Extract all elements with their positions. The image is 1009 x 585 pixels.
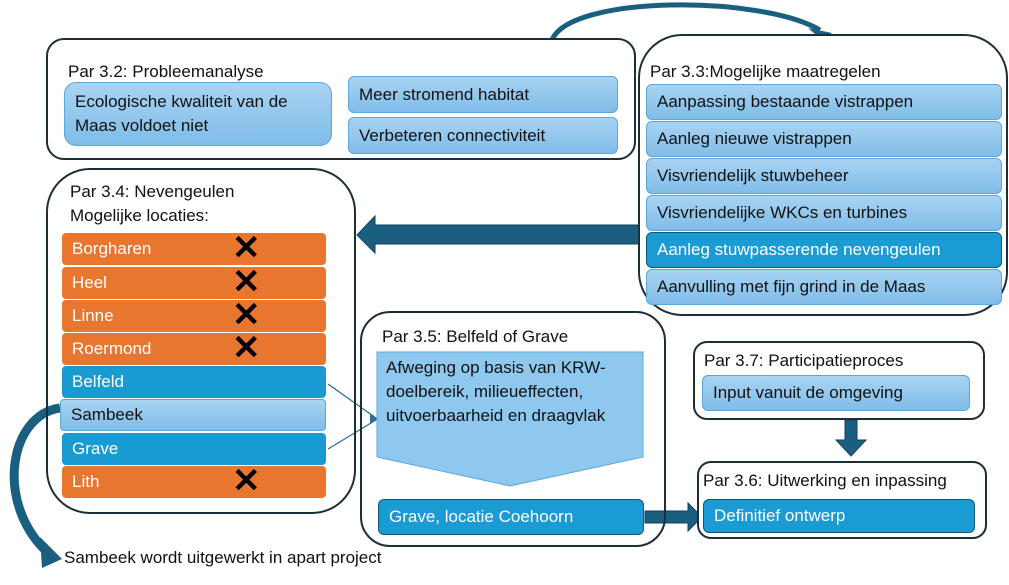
par-3-4-title: Par 3.4: Nevengeulen xyxy=(70,182,235,201)
par-3-2-title: Par 3.2: Probleemanalyse xyxy=(68,62,264,81)
sambeek-note: Sambeek wordt uitgewerkt in apart projec… xyxy=(64,548,382,567)
measure-item: Aanleg nieuwe vistrappen xyxy=(646,121,1002,157)
location-label: Belfeld xyxy=(72,372,124,391)
outcome-connectivity: Verbeteren connectiviteit xyxy=(348,117,618,154)
rejected-x-icon: ✕ xyxy=(232,329,261,367)
box-par-3-4: Par 3.4: Nevengeulen Mogelijke locaties: xyxy=(46,168,356,514)
location-label: Linne xyxy=(72,306,114,325)
result-grave-coehoorn: Grave, locatie Coehoorn xyxy=(378,499,644,535)
arrow-3-7-to-3-6 xyxy=(834,419,868,457)
location-label: Lith xyxy=(72,472,100,491)
box-par-3-6: Par 3.6: Uitwerking en inpassing Definit… xyxy=(697,461,987,539)
par-3-4-subtitle: Mogelijke locaties: xyxy=(70,206,209,225)
box-par-3-7: Par 3.7: Participatieproces Input vanuit… xyxy=(693,341,985,420)
measure-item: Aanpassing bestaande vistrappen xyxy=(646,84,1002,120)
par-3-5-title: Par 3.5: Belfeld of Grave xyxy=(382,327,569,346)
location-label: Borgharen xyxy=(72,239,152,258)
locations-list: Borgharen ✕ Heel ✕ Linne ✕ Roermond ✕ Belfel… xyxy=(60,229,326,500)
sambeek-arrow-head xyxy=(40,537,62,568)
final-design: Definitief ontwerp xyxy=(703,499,975,533)
curved-arrow-3-2-to-3-3 xyxy=(549,2,822,42)
rejected-x-icon: ✕ xyxy=(232,462,261,500)
par-3-7-title: Par 3.7: Participatieproces xyxy=(704,351,904,370)
measure-item: Visvriendelijk stuwbeheer xyxy=(646,158,1002,194)
location-sambeek: Sambeek xyxy=(60,399,326,431)
location-belfeld: Belfeld xyxy=(62,366,326,398)
problem-box: Ecologische kwaliteit van de Maas voldoe… xyxy=(64,82,332,146)
par-3-3-title: Par 3.3:Mogelijke maatregelen xyxy=(650,62,881,81)
location-label: Heel xyxy=(72,273,107,292)
location-grave: Grave xyxy=(62,433,326,465)
arrow-3-3-to-3-4 xyxy=(356,214,643,255)
outcome-habitat: Meer stromend habitat xyxy=(348,76,618,113)
location-borgharen: Borgharen ✕ xyxy=(62,229,326,267)
box-par-3-2: Par 3.2: Probleemanalyse Ecologische kwa… xyxy=(46,38,636,160)
box-par-3-5: Par 3.5: Belfeld of Grave xyxy=(360,311,666,547)
rejected-x-icon: ✕ xyxy=(232,229,261,267)
rejected-x-icon: ✕ xyxy=(232,263,261,301)
measure-item: Aanvulling met fijn grind in de Maas xyxy=(646,269,1002,305)
connector-head xyxy=(370,414,378,424)
rejected-x-icon: ✕ xyxy=(232,296,261,334)
location-label: Sambeek xyxy=(71,405,143,424)
sambeek-curved-arrow xyxy=(9,403,61,554)
location-label: Roermond xyxy=(72,339,152,358)
connector-grave-to-3-5 xyxy=(327,419,377,450)
measure-item: Visvriendelijke WKCs en turbines xyxy=(646,195,1002,231)
par-3-6-title: Par 3.6: Uitwerking en inpassing xyxy=(703,471,947,490)
location-linne: Linne ✕ xyxy=(62,296,326,334)
location-label: Grave xyxy=(72,439,119,458)
location-roermond: Roermond ✕ xyxy=(62,329,326,367)
location-heel: Heel ✕ xyxy=(62,263,326,301)
criteria-text: Afweging op basis van KRW-doelbereik, mi… xyxy=(386,358,606,425)
location-lith: Lith ✕ xyxy=(62,462,326,500)
connector-belfeld-to-3-5 xyxy=(327,383,377,419)
box-par-3-3: Par 3.3:Mogelijke maatregelen Aanpassing… xyxy=(638,34,1008,316)
measure-item-selected: Aanleg stuwpasserende nevengeulen xyxy=(646,232,1002,268)
input-environment: Input vanuit de omgeving xyxy=(702,375,970,411)
